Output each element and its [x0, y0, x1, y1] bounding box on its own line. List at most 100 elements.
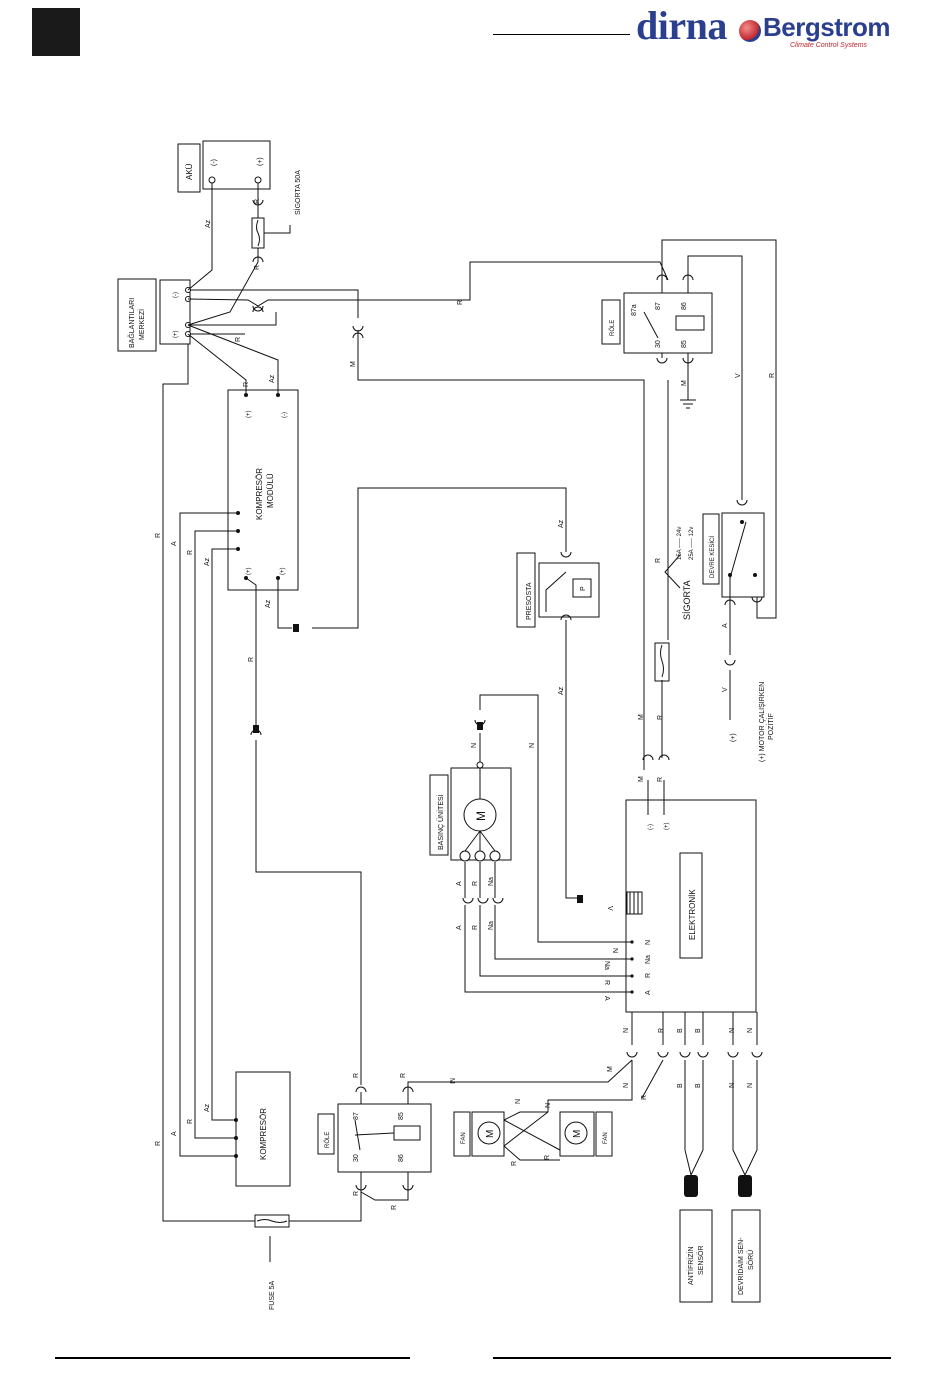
- wl-41: R: [658, 1028, 665, 1033]
- cm-pos-bot-2: (+): [280, 567, 286, 575]
- pressure-p: P: [580, 586, 587, 591]
- wl-35: N: [611, 948, 618, 953]
- wl-10: V: [735, 373, 742, 378]
- wl-63: Az: [204, 1103, 211, 1112]
- relay-87a: 87a: [631, 304, 638, 316]
- wl-42: B: [677, 1028, 684, 1033]
- connection-center: BAĞLANTILARI MERKEZİ (-) (+): [117, 278, 191, 352]
- antifreeze-sensor: ANTİFRİZİN SENSÖR: [679, 1175, 713, 1303]
- wl-11: R: [769, 373, 776, 378]
- compressor-label: KOMPRESÖR: [259, 1108, 268, 1160]
- pressure-motor-icon: M: [474, 811, 488, 821]
- cm-neg-top: (-): [282, 412, 288, 418]
- fuse-5a-label: FUSE 5A: [269, 1280, 276, 1310]
- battery-neg-label: (-): [211, 159, 218, 166]
- fan-left-motor-icon: M: [485, 1130, 496, 1138]
- cm-pos-top: (+): [246, 410, 252, 418]
- wl-13: A: [171, 541, 178, 546]
- circulation-sensor: DEVRİDAİM SEN- SÖRÜ: [731, 1175, 761, 1303]
- wl-9: M: [681, 380, 688, 386]
- wl-61: A: [171, 1131, 178, 1136]
- relay-b-87: 87: [353, 1112, 360, 1120]
- compressor-module: KOMPRESÖR MODÜLÜ (+) (-) (+) (+): [227, 389, 299, 591]
- relay-b-85: 85: [398, 1112, 405, 1120]
- wl-49: B: [677, 1083, 684, 1088]
- fuse-main-label: SİGORTA: [682, 580, 692, 620]
- cc-pos-label: (+): [173, 330, 179, 338]
- antifreeze-sensor-label-2: SENSÖR: [697, 1245, 705, 1275]
- fan-right: M FAN: [559, 1111, 613, 1157]
- relay-87: 87: [655, 302, 662, 310]
- wl-19: Az: [558, 686, 565, 695]
- battery-pos-label: (+): [257, 157, 264, 166]
- wl-27: N: [471, 743, 478, 748]
- wl-15: Az: [204, 557, 211, 566]
- brand-logo: dirna Bergstrom Climate Control Systems: [636, 3, 896, 56]
- fuse-15a: 15A ----- 24v: [677, 527, 683, 560]
- wl-45: N: [747, 1028, 754, 1033]
- fuse-25a: 25A ----- 12v: [689, 527, 695, 560]
- wl-56: N: [515, 1099, 522, 1104]
- compressor-module-label-1: KOMPRESÖR: [255, 468, 264, 520]
- wl-57: N: [545, 1103, 552, 1108]
- fan-left-label: FAN: [461, 1132, 467, 1144]
- wl-5: R: [457, 300, 464, 305]
- wl-65: R: [391, 1205, 398, 1210]
- ground-icon: [680, 380, 696, 409]
- brand-tagline: Climate Control Systems: [790, 42, 868, 49]
- connection-center-label-1: BAĞLANTILARI: [127, 298, 136, 348]
- wl-1: Az: [205, 219, 212, 228]
- wl-53: M: [448, 1078, 455, 1084]
- relay-b-30: 30: [353, 1154, 360, 1162]
- pressure-switch: PRESOSTA P: [516, 552, 600, 628]
- circulation-sensor-label-2: SÖRÜ: [747, 1250, 755, 1270]
- globe-icon: [739, 20, 761, 42]
- wl-25: M: [638, 776, 645, 782]
- motor-label-1: (+) MOTOR ÇALIŞIRKEN: [759, 682, 766, 762]
- pressure-unit: BASINÇ ÜNİTESİ M: [429, 761, 512, 862]
- wl-26: R: [657, 777, 664, 782]
- wl-52: N: [747, 1083, 754, 1088]
- relay-b-86: 86: [398, 1154, 405, 1162]
- circuit-breaker: DEVRE KESİCİ: [702, 512, 765, 598]
- wl-51: N: [729, 1083, 736, 1088]
- header-rule: [493, 34, 630, 35]
- wl-8: Az: [269, 374, 276, 383]
- wl-28: N: [529, 743, 536, 748]
- fan-right-label: FAN: [603, 1132, 609, 1144]
- wl-17: R: [248, 657, 255, 662]
- wl-16: Az: [265, 599, 272, 608]
- wl-64: R: [353, 1191, 360, 1196]
- relay-85: 85: [681, 340, 688, 348]
- wl-46: M: [607, 1066, 614, 1072]
- wl-47: N: [623, 1083, 630, 1088]
- relay-bottom: RÖLE 87 85 30 86: [317, 1103, 432, 1173]
- wl-30: R: [472, 881, 479, 886]
- circuit-breaker-label: DEVRE KESİCİ: [709, 536, 716, 578]
- antifreeze-sensor-label-1: ANTİFRİZİN: [686, 1247, 695, 1286]
- fuse-main: SİGORTA 15A ----- 24v 25A ----- 12v: [654, 527, 695, 682]
- wl-3: R: [254, 265, 261, 270]
- compressor-module-label-2: MODÜLÜ: [266, 473, 275, 508]
- wl-50: B: [695, 1083, 702, 1088]
- el-neg: (-): [648, 824, 654, 830]
- connectors: [250, 199, 763, 1191]
- relay-86: 86: [681, 302, 688, 310]
- el-pos: (+): [664, 822, 670, 830]
- wl-32: A: [456, 925, 463, 930]
- wl-38: A: [603, 996, 610, 1001]
- fuse-5a: FUSE 5A: [254, 1214, 290, 1310]
- relay-top-label: RÖLE: [609, 320, 616, 336]
- el-pin-na: Na: [645, 955, 652, 964]
- wl-21: A: [722, 623, 729, 628]
- motor-label-2: POZİTİF: [766, 713, 775, 740]
- el-pin-r: R: [645, 973, 652, 978]
- wl-36: Na: [603, 961, 610, 970]
- wl-55: R: [400, 1073, 407, 1078]
- wl-23: M: [638, 714, 645, 720]
- wl-43: B: [695, 1028, 702, 1033]
- wl-37: R: [603, 980, 610, 985]
- footer-rule-left: [55, 1357, 410, 1359]
- wl-18: Az: [558, 519, 565, 528]
